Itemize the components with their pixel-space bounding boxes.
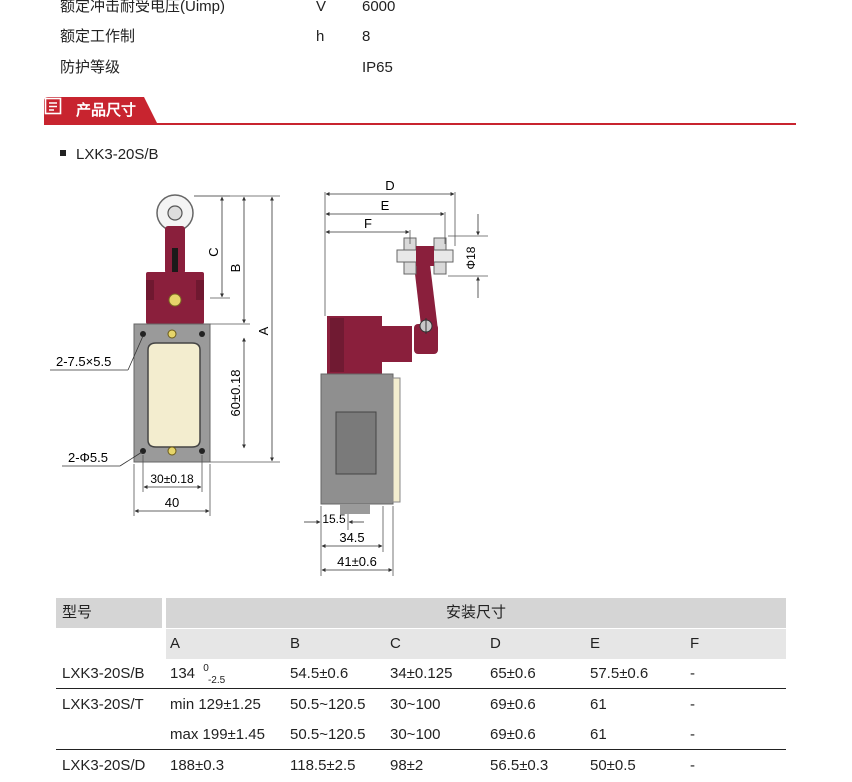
front-view: C B 60±0.18 A 2-7.5×5.5 2-Φ5.5 30±0.18 4… (50, 194, 280, 516)
row-model: LXK3-20S/T (62, 696, 144, 713)
section-title: 产品尺寸 (76, 102, 137, 119)
dim-label-f: F (364, 216, 372, 231)
row-e: 61 (590, 726, 607, 743)
column-header: C (390, 635, 401, 652)
row-c: 34±0.125 (390, 665, 453, 682)
row-e: 50±0.5 (590, 757, 636, 774)
row-f: - (690, 726, 695, 743)
row-model: LXK3-20S/D (62, 757, 146, 774)
table-row: LXK3-20S/D 188±0.3 118.5±2.5 98±2 56.5±0… (56, 751, 786, 781)
dim-label-c: C (206, 247, 221, 256)
dim-label-a: A (256, 326, 271, 335)
spec-name: 额定工作制 (60, 28, 136, 45)
row-b: 50.5~120.5 (290, 696, 366, 713)
dim-label-d: D (385, 178, 394, 193)
side-view: D E F Φ18 15.5 34.5 41±0.6 (304, 178, 488, 576)
label-hole: 2-Φ5.5 (68, 450, 108, 465)
column-header: E (590, 635, 601, 652)
dim-label-diameter: Φ18 (464, 246, 478, 269)
model-heading: LXK3-20S/B (60, 144, 159, 166)
bullet-icon (60, 150, 66, 157)
column-header: D (490, 635, 501, 652)
side-lever (412, 248, 438, 334)
row-d: 65±0.6 (490, 665, 536, 682)
spec-unit: h (316, 28, 325, 45)
spec-name: 防护等级 (60, 59, 121, 76)
dim-label-w2: 34.5 (339, 530, 364, 545)
column-header: B (290, 635, 301, 652)
document-icon (44, 97, 62, 115)
dim-label-e: E (381, 198, 390, 213)
dim-label-w1: 15.5 (322, 512, 346, 526)
row-a: 134 0 -2.5 (170, 663, 226, 686)
row-c: 98±2 (390, 757, 424, 774)
row-b: 118.5±2.5 (290, 757, 356, 774)
row-c: 30~100 (390, 696, 441, 713)
column-header: A (170, 635, 181, 652)
dim-label-hole-spacing: 30±0.18 (150, 472, 194, 486)
table-header-row: 型号 安装尺寸 (56, 598, 786, 628)
row-d: 69±0.6 (490, 726, 536, 743)
row-c: 30~100 (390, 726, 441, 743)
spec-name: 额定冲击耐受电压(Uimp) (60, 0, 225, 15)
row-model: LXK3-20S/B (62, 665, 145, 682)
row-a: min 129±1.25 (170, 696, 261, 713)
row-a: 188±0.3 (170, 757, 225, 774)
table-row: LXK3-20S/T min 129±1.25 50.5~120.5 30~10… (56, 690, 786, 720)
spec-value: IP65 (362, 59, 393, 76)
spec-value: 8 (362, 28, 371, 45)
row-d: 69±0.6 (490, 696, 536, 713)
row-f: - (690, 665, 695, 682)
section-header: 产品尺寸 (44, 97, 796, 127)
row-b: 50.5~120.5 (290, 726, 366, 743)
header-group: 安装尺寸 (166, 598, 786, 628)
model-heading-text: LXK3-20S/B (76, 146, 159, 163)
section-rule (44, 123, 796, 125)
row-f: - (690, 696, 695, 713)
table-row: max 199±1.45 50.5~120.5 30~100 69±0.6 61… (56, 720, 786, 750)
row-d: 56.5±0.3 (490, 757, 549, 774)
spec-unit: V (316, 0, 327, 15)
row-e: 57.5±0.6 (590, 665, 649, 682)
row-a: max 199±1.45 (170, 726, 265, 743)
dimension-drawing: C B 60±0.18 A 2-7.5×5.5 2-Φ5.5 30±0.18 4… (50, 178, 488, 576)
column-header: F (690, 635, 700, 652)
table-row: LXK3-20S/B 134 0 -2.5 54.5±0.6 34±0.125 … (56, 659, 786, 689)
dim-label-height: 60±0.18 (228, 370, 243, 417)
row-b: 54.5±0.6 (290, 665, 349, 682)
dim-label-width: 40 (165, 495, 179, 510)
dim-label-b: B (228, 264, 243, 273)
label-slot: 2-7.5×5.5 (56, 354, 111, 369)
table-column-row: A B C D E F (56, 629, 786, 659)
row-f: - (690, 757, 695, 774)
dim-label-w3: 41±0.6 (337, 554, 377, 569)
row-e: 61 (590, 696, 607, 713)
spec-value: 6000 (362, 0, 396, 15)
header-model: 型号 (56, 598, 162, 628)
section-tab: 产品尺寸 (44, 97, 160, 125)
